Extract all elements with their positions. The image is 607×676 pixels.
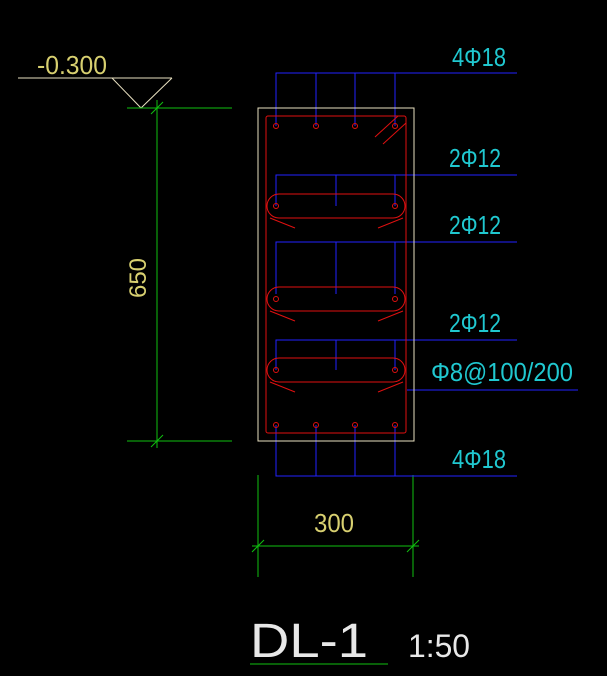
width-dimension-label: 300 [314, 508, 354, 538]
stirrup-label: Φ8@100/200 [431, 357, 573, 387]
height-dimension: 650 [125, 100, 232, 448]
width-dimension: 300 [251, 475, 420, 577]
leader-lines [275, 72, 578, 477]
section-outline [257, 107, 415, 442]
top-main-bar-label: 4Φ18 [452, 42, 506, 72]
elevation-label: -0.300 [37, 50, 107, 80]
drawing-title: DL-1 1:50 [250, 615, 470, 668]
waist-bar-middle-label: 2Φ12 [449, 210, 501, 240]
waist-bar-lower-label: 2Φ12 [449, 308, 501, 338]
drawing-scale: 1:50 [408, 628, 470, 664]
rebar-cage [265, 115, 407, 434]
bottom-main-bar-label: 4Φ18 [452, 444, 506, 474]
waist-bar-upper-label: 2Φ12 [449, 143, 501, 173]
elevation-marker: -0.300 [18, 50, 173, 109]
drawing-title-name: DL-1 [250, 615, 368, 668]
height-dimension-label: 650 [125, 258, 152, 298]
rebar-callouts: 4Φ18 2Φ12 2Φ12 2Φ12 Φ8@100/200 4Φ18 [431, 42, 573, 474]
